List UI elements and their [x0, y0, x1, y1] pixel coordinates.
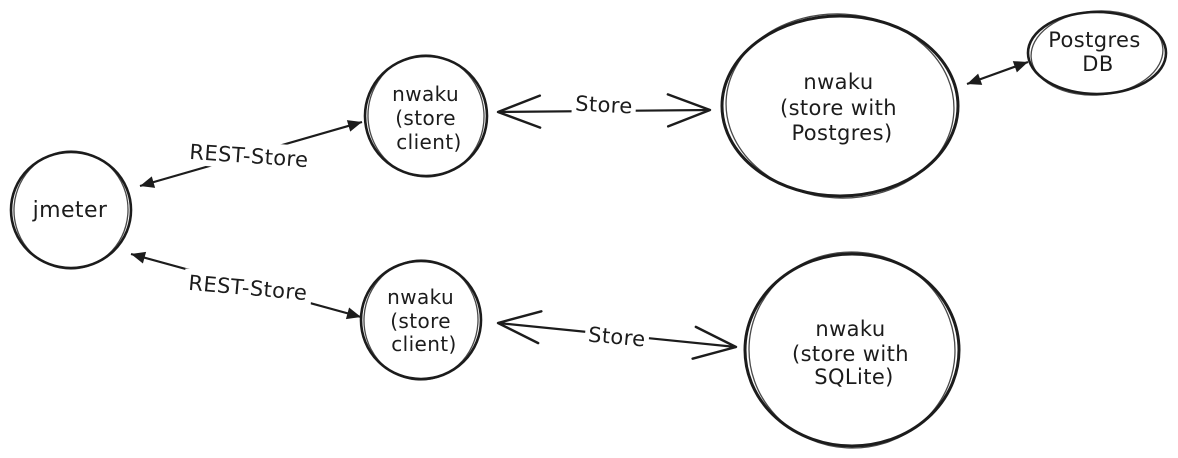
node-store-client-bottom-label: nwaku (store client) — [387, 285, 461, 356]
node-label-line: (store with — [792, 342, 909, 366]
edge-label-rest-store-bottom: REST-Store — [188, 271, 309, 305]
node-label-line: Postgres) — [791, 121, 892, 145]
node-label-line: client) — [391, 332, 457, 356]
node-nwaku-postgres-label: nwaku (store with Postgres) — [780, 70, 904, 145]
edge-label-store-top: Store — [575, 92, 634, 119]
edge-label-background — [571, 88, 637, 122]
node-jmeter-label: jmeter — [32, 198, 108, 223]
edge-label-background — [183, 268, 313, 307]
node-label-line: (store with — [780, 96, 897, 120]
node-store-client-bottom-ellipse-sketch — [363, 259, 479, 381]
node-store-client-top-label: nwaku (store client) — [392, 82, 466, 154]
node-nwaku-sqlite-ellipse — [743, 252, 961, 448]
node-store-client-bottom: nwaku (store client) — [359, 259, 483, 381]
node-jmeter: jmeter — [9, 150, 133, 270]
node-label-line: nwaku — [392, 82, 459, 106]
node-postgres-db-label: Postgres DB — [1048, 28, 1148, 76]
edge-postgres-db-link — [966, 60, 1029, 86]
node-label-line: client) — [396, 130, 462, 154]
node-label-line: DB — [1082, 52, 1113, 76]
node-label-line: nwaku — [815, 317, 885, 341]
node-label-line: nwaku — [387, 285, 454, 309]
node-store-client-bottom-ellipse — [359, 259, 483, 381]
node-jmeter-ellipse — [9, 150, 133, 270]
node-postgres-db-ellipse — [1026, 10, 1168, 96]
node-label-line: jmeter — [32, 198, 108, 223]
node-label-line: Postgres — [1048, 28, 1141, 52]
node-postgres-db: Postgres DB — [1026, 10, 1168, 96]
node-label-line: (store — [390, 309, 451, 333]
edge-label-background — [583, 320, 651, 354]
edge-store-top: Store — [496, 88, 712, 129]
edge-store-bottom: Store — [496, 310, 738, 360]
node-store-client-top-ellipse-sketch — [367, 54, 485, 178]
node-nwaku-postgres-ellipse-sketch — [725, 13, 955, 199]
node-label-line: SQLite) — [814, 365, 894, 389]
node-nwaku-postgres-ellipse — [720, 14, 960, 198]
node-nwaku-sqlite: nwaku (store with SQLite) — [743, 251, 961, 449]
edge-label-background — [184, 137, 314, 174]
node-label-line: nwaku — [803, 70, 873, 94]
edge-label-store-bottom: Store — [587, 323, 646, 352]
edge-rest-store-bottom: REST-Store — [130, 251, 362, 320]
edge-postgres-db-line — [966, 60, 1029, 86]
edge-rest-store-top: REST-Store — [139, 120, 363, 188]
node-nwaku-sqlite-ellipse-sketch — [748, 251, 956, 449]
node-nwaku-postgres: nwaku (store with Postgres) — [720, 13, 960, 199]
node-label-line: (store — [395, 106, 456, 130]
node-store-client-top: nwaku (store client) — [363, 54, 489, 178]
node-postgres-db-ellipse-sketch — [1030, 10, 1164, 96]
node-nwaku-sqlite-label: nwaku (store with SQLite) — [792, 317, 916, 389]
node-store-client-top-ellipse — [363, 54, 489, 178]
node-jmeter-ellipse-sketch — [13, 150, 129, 270]
